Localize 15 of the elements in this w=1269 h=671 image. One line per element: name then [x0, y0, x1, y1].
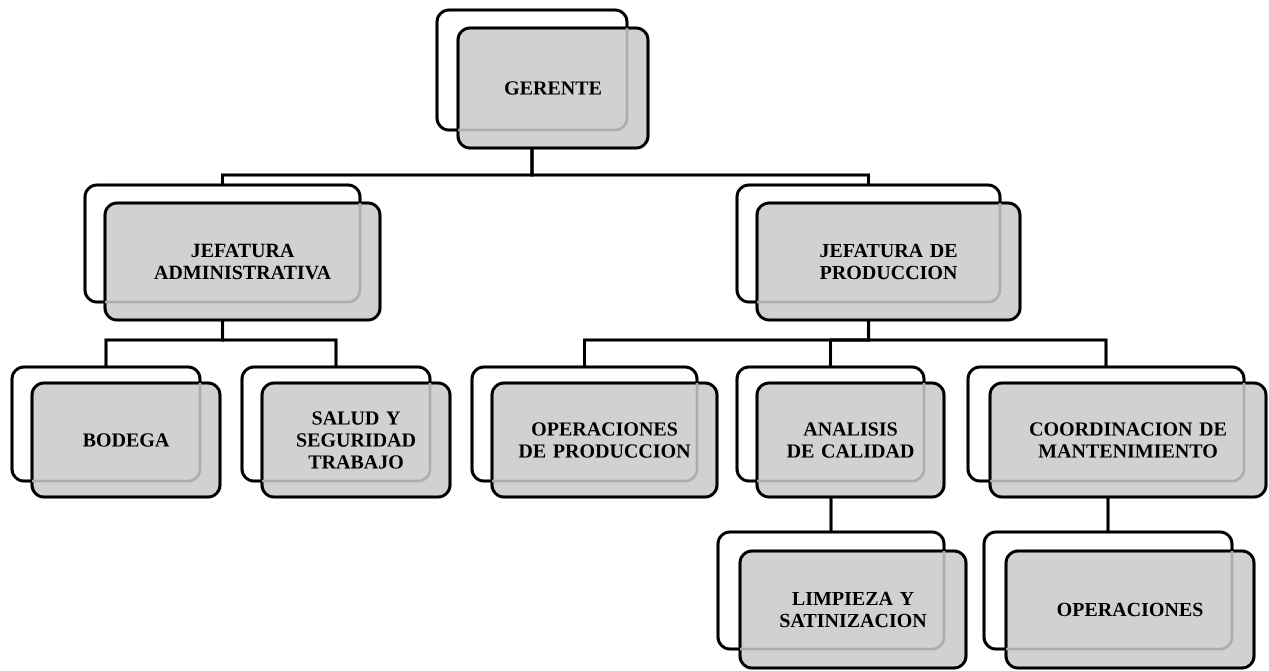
org-box: JEFATURA DE PRODUCCION	[735, 183, 1022, 322]
org-box: SALUD Y SEGURIDAD TRABAJO	[240, 365, 452, 499]
connector-line	[1106, 497, 1110, 532]
connector-line	[829, 497, 833, 532]
org-box: GERENTE	[435, 8, 650, 150]
connector-line	[220, 320, 338, 367]
org-box: OPERACIONES	[982, 530, 1256, 670]
org-box: BODEGA	[10, 365, 222, 499]
org-box: OPERACIONES DE PRODUCCION	[470, 365, 719, 499]
org-box: ANALISIS DE CALIDAD	[735, 365, 946, 499]
connector-line	[866, 320, 1108, 367]
org-box: COORDINACION DE MANTENIMIENTO	[966, 365, 1268, 499]
org-box: LIMPIEZA Y SATINIZACION	[716, 530, 968, 670]
connector-line	[530, 148, 871, 185]
org-box: JEFATURA ADMINISTRATIVA	[83, 183, 382, 322]
